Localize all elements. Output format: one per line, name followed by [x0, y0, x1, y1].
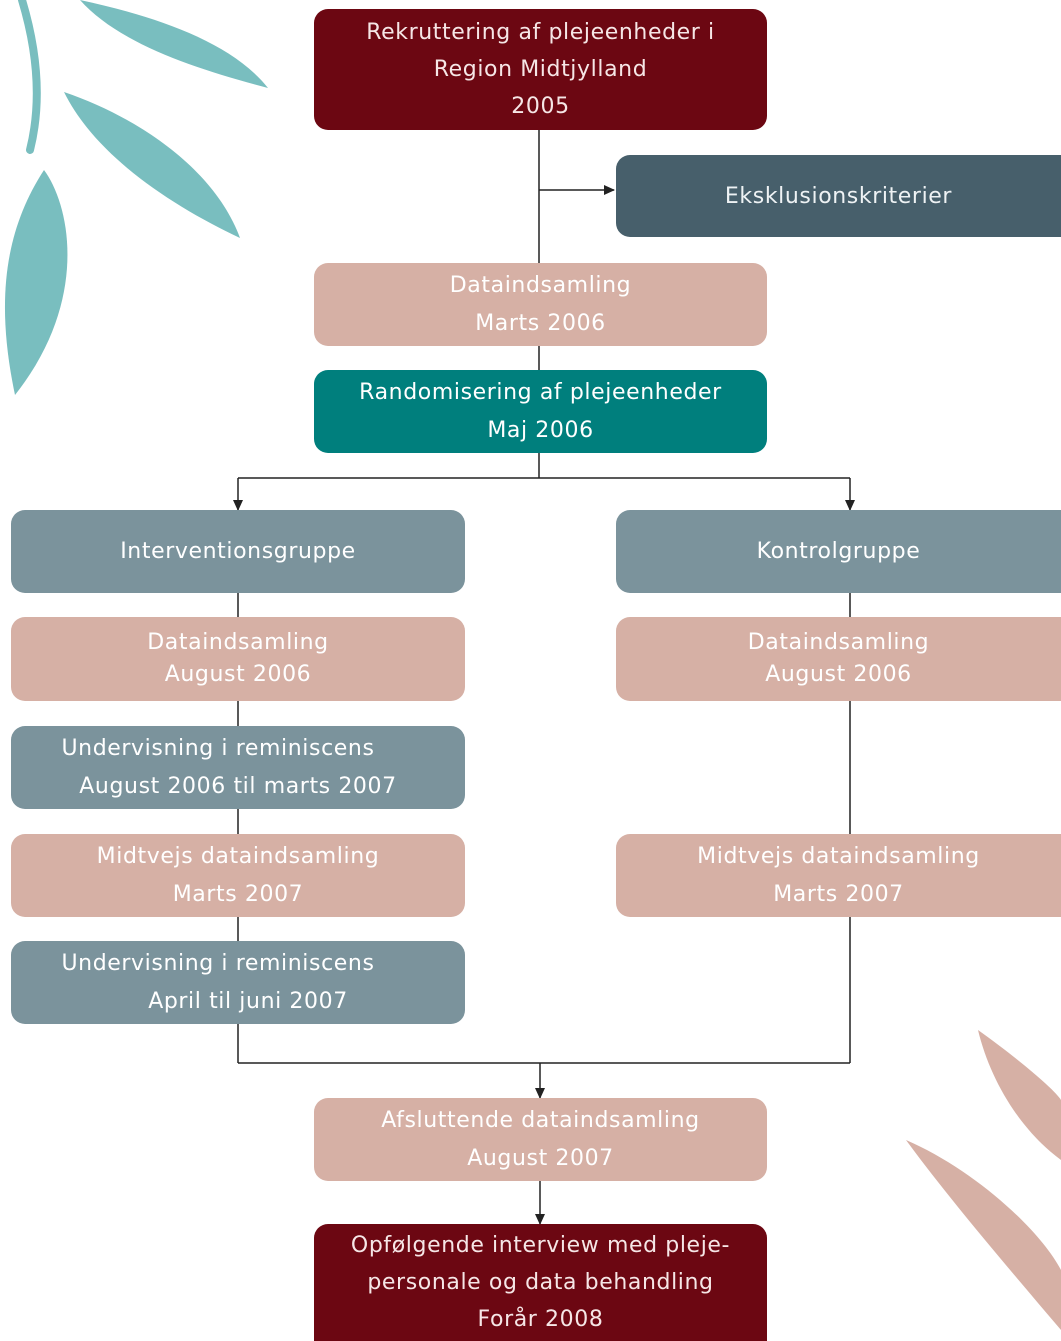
leaf-shape: [4, 170, 68, 395]
node-teaching-1-line2: August 2006 til marts 2007: [79, 773, 397, 799]
node-followup-line2: personale og data behandling: [367, 1270, 714, 1295]
node-ctl-midway-line2: Marts 2007: [773, 881, 904, 907]
node-teaching-2-line1: Undervisning i reminiscens: [61, 950, 375, 976]
node-control-line1: Kontrolgruppe: [756, 539, 921, 564]
node-control-group: Kontrolgruppe: [616, 510, 1061, 593]
node-int-midway-line2: Marts 2007: [172, 881, 304, 907]
node-final-line2: August 2007: [467, 1145, 614, 1171]
node-ctl-midway-line1: Midtvejs dataindsamling: [697, 843, 980, 869]
node-intervention-midway: Midtvejs dataindsamling Marts 2007: [11, 834, 465, 917]
node-randomization-line2: Maj 2006: [487, 417, 594, 443]
node-intervention-line1: Interventionsgruppe: [120, 539, 356, 564]
leaf-shape: [978, 1030, 1061, 1160]
leaf-decoration-top-left: [4, 0, 268, 395]
node-int-data-aug-line2: August 2006: [164, 662, 312, 687]
leaf-decoration-bottom-right: [906, 1030, 1061, 1330]
node-control-midway: Midtvejs dataindsamling Marts 2007: [616, 834, 1061, 917]
node-exclusion-line1: Eksklusionskriterier: [724, 183, 953, 209]
node-recruitment-line1: Rekruttering af plejeenheder i: [366, 20, 715, 45]
leaf-shape: [64, 92, 240, 238]
node-int-midway-line1: Midtvejs dataindsamling: [96, 843, 380, 869]
node-teaching-1-line1: Undervisning i reminiscens: [61, 735, 375, 761]
node-intervention-data-august: Dataindsamling August 2006: [11, 617, 465, 701]
node-final-line1: Afsluttende dataindsamling: [381, 1107, 700, 1133]
node-followup-line3: Forår 2008: [477, 1307, 604, 1332]
node-int-data-aug-line1: Dataindsamling: [147, 630, 329, 655]
leaf-shape: [906, 1140, 1061, 1330]
node-intervention-group: Interventionsgruppe: [11, 510, 465, 593]
node-teaching-1: Undervisning i reminiscens August 2006 t…: [11, 726, 465, 809]
node-ctl-data-aug-line2: August 2006: [765, 662, 912, 687]
node-followup-line1: Opfølgende interview med pleje-: [350, 1233, 731, 1258]
node-recruitment-line2: Region Midtjylland: [433, 57, 648, 82]
node-baseline-line1: Dataindsamling: [449, 272, 632, 298]
node-recruitment-line3: 2005: [511, 94, 570, 119]
node-randomization-line1: Randomisering af plejeenheder: [359, 379, 722, 405]
node-teaching-2: Undervisning i reminiscens April til jun…: [11, 941, 465, 1024]
node-randomization: Randomisering af plejeenheder Maj 2006: [314, 370, 767, 453]
node-exclusion: Eksklusionskriterier: [616, 155, 1061, 237]
node-teaching-2-line2: April til juni 2007: [148, 988, 348, 1014]
node-ctl-data-aug-line1: Dataindsamling: [747, 630, 930, 655]
leaf-shape: [80, 0, 268, 88]
node-baseline-data: Dataindsamling Marts 2006: [314, 263, 767, 346]
node-recruitment: Rekruttering af plejeenheder i Region Mi…: [314, 9, 767, 130]
node-baseline-line2: Marts 2006: [475, 310, 606, 336]
leaf-stem: [18, 0, 41, 154]
node-control-data-august: Dataindsamling August 2006: [616, 617, 1061, 701]
node-followup: Opfølgende interview med pleje- personal…: [314, 1224, 767, 1341]
node-final-data: Afsluttende dataindsamling August 2007: [314, 1098, 767, 1181]
